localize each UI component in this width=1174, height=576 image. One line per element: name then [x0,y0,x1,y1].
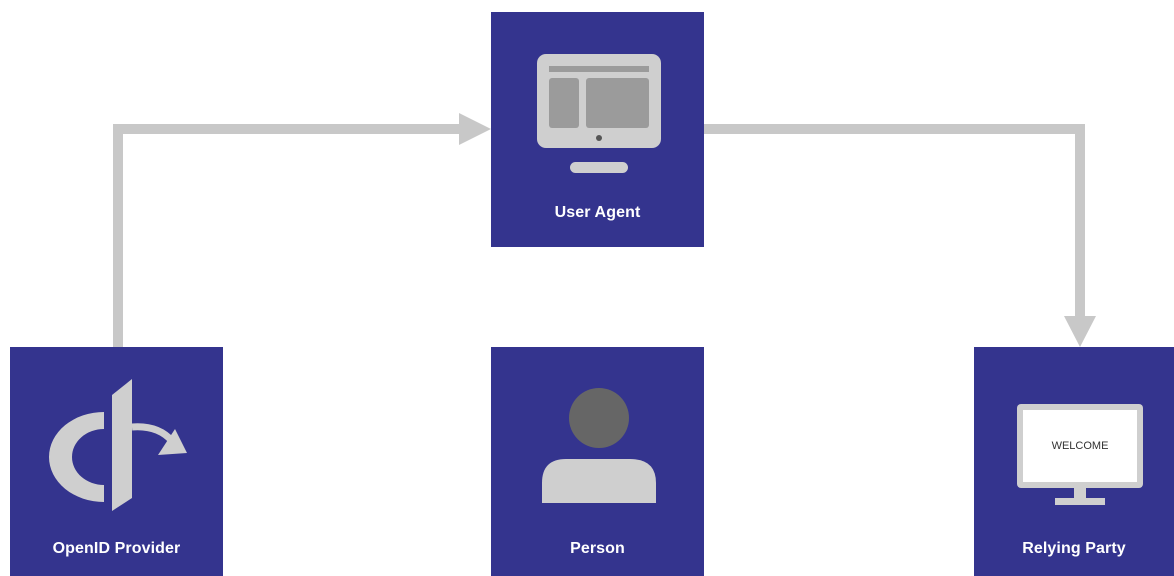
edge-line [113,124,465,347]
node-label: Person [570,540,625,557]
openid-logo-icon [49,379,187,511]
node-relying-party[interactable]: WELCOME Relying Party [974,347,1174,576]
edge-user-agent-to-relying-party [704,124,1096,347]
edge-line [704,124,1085,320]
node-label: User Agent [554,204,641,221]
node-user-agent[interactable]: User Agent [491,12,704,247]
welcome-monitor-icon: WELCOME [1017,404,1143,505]
person-icon [542,388,656,503]
edge-openid-to-user-agent [113,113,491,347]
arrowhead-icon [1064,316,1096,347]
screen-welcome-text: WELCOME [1052,440,1109,452]
node-label: OpenID Provider [52,540,181,557]
node-label: Relying Party [1022,540,1126,557]
computer-monitor-icon [537,54,661,173]
node-openid-provider[interactable]: OpenID Provider [10,347,223,576]
node-person[interactable]: Person [491,347,704,576]
arrowhead-icon [459,113,491,145]
